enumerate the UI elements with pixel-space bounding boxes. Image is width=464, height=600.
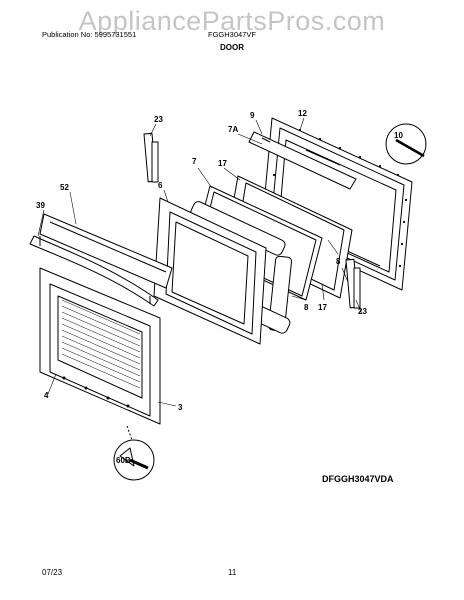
callout-23-top: 23 <box>154 115 163 124</box>
diagram-code: DFGGH3047VDA <box>322 474 394 484</box>
callout-3: 3 <box>178 403 183 412</box>
callout-8-lower: 8 <box>304 303 309 312</box>
callout-labels: 23 9 12 7A 10 7 17 6 52 39 8 17 8 23 4 3… <box>36 109 403 465</box>
door-handle <box>29 213 173 307</box>
footer-date: 07/23 <box>42 568 63 577</box>
callout-23-lower: 23 <box>358 307 367 316</box>
door-screws <box>62 376 130 408</box>
page-number: 11 <box>228 568 237 577</box>
section-title: DOOR <box>220 43 244 52</box>
watermark: AppliancePartsPros.com <box>78 6 386 36</box>
screw-inset <box>113 425 155 481</box>
callout-60b: 60B <box>116 456 131 465</box>
callout-9: 9 <box>250 111 255 120</box>
leader-lines <box>37 117 363 407</box>
callout-10: 10 <box>394 131 403 140</box>
callout-52: 52 <box>60 183 69 192</box>
callout-7a: 7A <box>228 125 238 134</box>
door-hinge-upper <box>143 132 159 183</box>
publication-number: Publication No: 5995731551 <box>42 30 137 39</box>
callout-17-lower: 17 <box>318 303 327 312</box>
hinge-pin-inset <box>385 123 427 165</box>
callout-12: 12 <box>298 109 307 118</box>
door-hinge-lower <box>345 258 361 309</box>
inner-door-liner <box>261 117 413 291</box>
callout-7: 7 <box>192 157 197 166</box>
insulation-pads <box>190 201 293 334</box>
callout-6: 6 <box>158 181 163 190</box>
callout-8-right: 8 <box>336 257 341 266</box>
callout-17-top: 17 <box>218 159 227 168</box>
callout-39: 39 <box>36 201 45 210</box>
outer-door-panel <box>39 267 161 425</box>
callout-4: 4 <box>44 391 49 400</box>
model-number: FGGH3047VF <box>208 30 256 39</box>
door-gasket <box>248 131 357 190</box>
